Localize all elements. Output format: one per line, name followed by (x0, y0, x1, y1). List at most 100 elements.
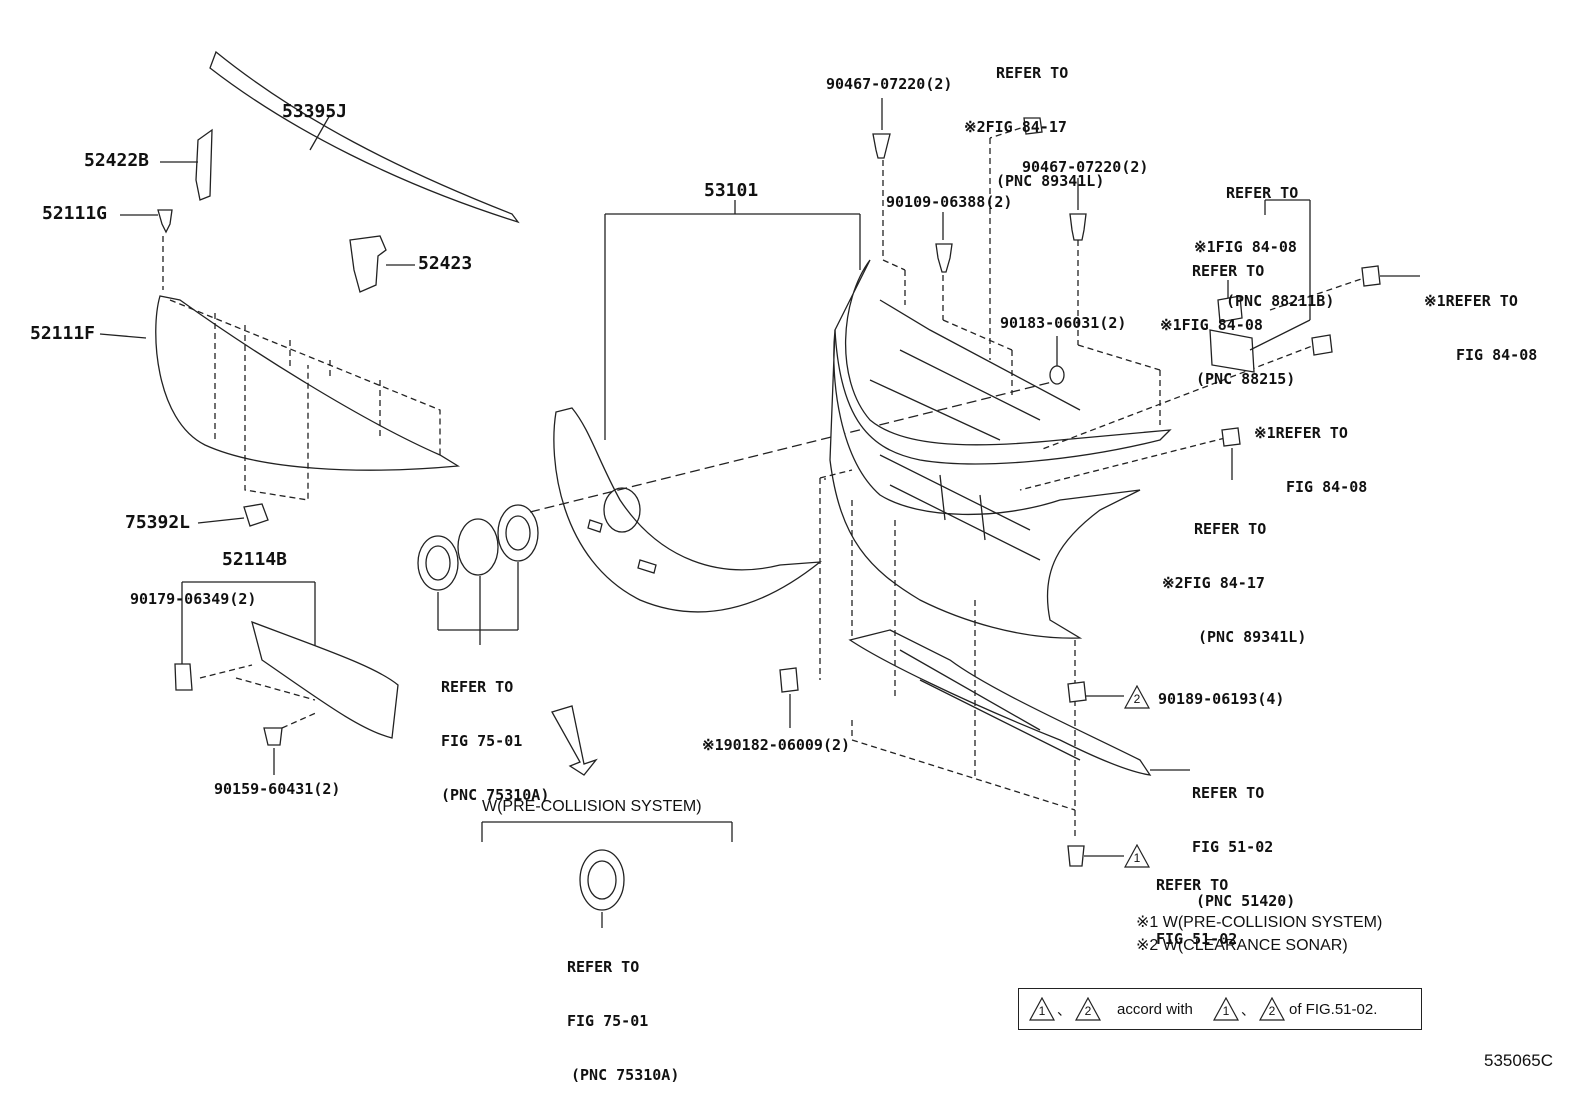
part-number-90182: 90182-06009(2) (723, 736, 851, 754)
refer-pnc: (PNC 88215) (1196, 370, 1296, 388)
molding-53395J-shape (209, 50, 520, 224)
part-label-52114B: 52114B (222, 549, 288, 570)
guide-lines-shape (819, 124, 1371, 840)
refer-fig-75-01-emblem: REFER TO FIG 75-01 (PNC 75310A) (441, 642, 549, 822)
clip-52111G-shape (120, 209, 173, 290)
mark-1: ※1 (702, 736, 724, 754)
refer-fig-84-17-top: REFER TO ※2FIG 84-17 (PNC 89341L) (964, 28, 1105, 208)
mark-1: ※1 (1254, 424, 1276, 442)
note-separator: 、 (1057, 1002, 1071, 1018)
part-label-52111G: 52111G (42, 203, 108, 224)
part-label-53395J: 53395J (282, 101, 348, 122)
refer-fig-84-17-lower: REFER TO ※2FIG 84-17 (PNC 89341L) (1162, 484, 1307, 664)
refer-text: REFER TO (1445, 292, 1518, 310)
part-label-75392L: 75392L (125, 512, 191, 533)
triangle-number: 2 (1084, 1004, 1092, 1018)
refer-pnc: (PNC 88211B) (1226, 292, 1335, 310)
refer-line: REFER TO (1226, 184, 1299, 202)
mark-2: ※2 (1162, 574, 1184, 592)
refer-line: ※1FIG 84-08 (1194, 238, 1334, 256)
triangle-marker-1: 1 (1124, 844, 1150, 868)
refer-line: REFER TO (1192, 784, 1265, 802)
part-label-90183-06031: 90183-06031(2) (1000, 314, 1127, 332)
refer-line: ※2FIG 84-17 (1162, 574, 1306, 592)
refer-line: REFER TO (996, 64, 1069, 82)
refer-fig-84-08-mid: ※1REFER TO FIG 84-08 (1254, 388, 1367, 514)
refer-line: ※1REFER TO (1254, 424, 1367, 442)
refer-fig: FIG 51-02 (1192, 838, 1274, 856)
part-label-52422B: 52422B (84, 150, 150, 171)
refer-fig-84-08-88215: REFER TO ※1FIG 84-08 (PNC 88215) (1160, 226, 1296, 406)
grille-53101-shape (553, 200, 861, 613)
part-label-90182-06009: ※190182-06009(2) (702, 736, 850, 754)
triangle-note-box: 1 、 2 accord with 1 、 2 of FIG.51-02. (1018, 988, 1422, 1030)
triangle-number: 2 (1133, 692, 1141, 706)
part-label-52423: 52423 (418, 253, 473, 274)
part-label-90179-06349: 90179-06349(2) (130, 590, 257, 608)
part-label-90159-60431: 90159-60431(2) (214, 780, 341, 798)
legend-pre-collision: ※1 W(PRE-COLLISION SYSTEM) (1136, 914, 1383, 931)
note-triangle-1: 1 (1029, 997, 1055, 1021)
note-separator: 、 (1241, 1002, 1255, 1018)
refer-fig: FIG 84-17 (1183, 574, 1265, 592)
refer-fig-84-08-88211B: REFER TO ※1FIG 84-08 (PNC 88211B) (1194, 148, 1335, 328)
bracket-52422B-shape (160, 128, 213, 201)
refer-line: REFER TO (441, 678, 514, 696)
triangle-number: 1 (1038, 1004, 1046, 1018)
refer-line: REFER TO (1192, 262, 1265, 280)
part-label-90467-07220-b: 90467-07220(2) (1022, 158, 1149, 176)
refer-line: ※1FIG 84-08 (1160, 316, 1295, 334)
triangle-number: 2 (1268, 1004, 1276, 1018)
refer-line: ※2FIG 84-17 (964, 118, 1104, 136)
mark-1: ※1 (1424, 292, 1446, 310)
refer-fig-84-08-right: ※1REFER TO FIG 84-08 (1424, 256, 1537, 382)
refer-fig: FIG 84-08 (1456, 346, 1538, 364)
part-label-90109-06388: 90109-06388(2) (886, 193, 1013, 211)
note-triangle-2b: 2 (1259, 997, 1285, 1021)
refer-pnc: (PNC 51420) (1196, 892, 1296, 910)
emblem-group-shape (417, 379, 1061, 776)
refer-pnc: (PNC 89341L) (996, 172, 1105, 190)
cover-52111F-shape (99, 295, 461, 501)
part-label-90189-06193: 90189-06193(4) (1158, 690, 1285, 708)
note-fig-reference: of FIG.51-02. (1289, 1001, 1378, 1018)
lower-cover-shape (848, 629, 1152, 776)
note-accord-text: accord with (1117, 1001, 1193, 1018)
mark-1: ※1 (1160, 316, 1182, 334)
refer-fig: FIG 84-08 (1215, 238, 1297, 256)
variant-bracket-shape (481, 821, 733, 928)
triangle-number: 1 (1133, 851, 1141, 865)
refer-line: REFER TO (1156, 876, 1229, 894)
refer-fig: FIG 75-01 (441, 732, 523, 750)
triangle-marker-2: 2 (1124, 685, 1150, 709)
triangle-number: 1 (1222, 1004, 1230, 1018)
refer-text: REFER TO (1275, 424, 1348, 442)
bracket-52114B-shape (174, 581, 399, 775)
grille-frame-shape (829, 259, 1172, 639)
refer-pnc: (PNC 75310A) (571, 1066, 680, 1084)
refer-pnc: (PNC 75310A) (441, 786, 550, 804)
fastener-shapes (779, 98, 1420, 867)
note-triangle-1b: 1 (1213, 997, 1239, 1021)
refer-fig-51-02-bolt: REFER TO FIG 51-02 (1156, 840, 1237, 966)
variant-title: W(PRE-COLLISION SYSTEM) (482, 798, 702, 815)
refer-line: REFER TO (1194, 520, 1267, 538)
part-label-52111F: 52111F (30, 323, 96, 344)
refer-fig-51-02-cover: REFER TO FIG 51-02 (PNC 51420) (1192, 748, 1295, 928)
part-label-53101: 53101 (704, 180, 759, 201)
refer-pnc: (PNC 89341L) (1198, 628, 1307, 646)
refer-fig-75-01-variant: REFER TO FIG 75-01 (PNC 75310A) (567, 922, 679, 1099)
refer-fig: FIG 84-17 (985, 118, 1067, 136)
mark-2: ※2 (964, 118, 986, 136)
refer-fig: FIG 75-01 (567, 1012, 649, 1030)
part-label-90467-07220-a: 90467-07220(2) (826, 75, 953, 93)
clip-75392L-shape (197, 503, 269, 527)
figure-id: 535065C (1484, 1051, 1554, 1070)
bracket-52423-shape (349, 235, 415, 293)
refer-line: REFER TO (567, 958, 640, 976)
refer-fig: FIG 84-08 (1286, 478, 1368, 496)
legend-clearance-sonar: ※2 W(CLEARANCE SONAR) (1136, 937, 1348, 954)
refer-fig: FIG 51-02 (1156, 930, 1238, 948)
